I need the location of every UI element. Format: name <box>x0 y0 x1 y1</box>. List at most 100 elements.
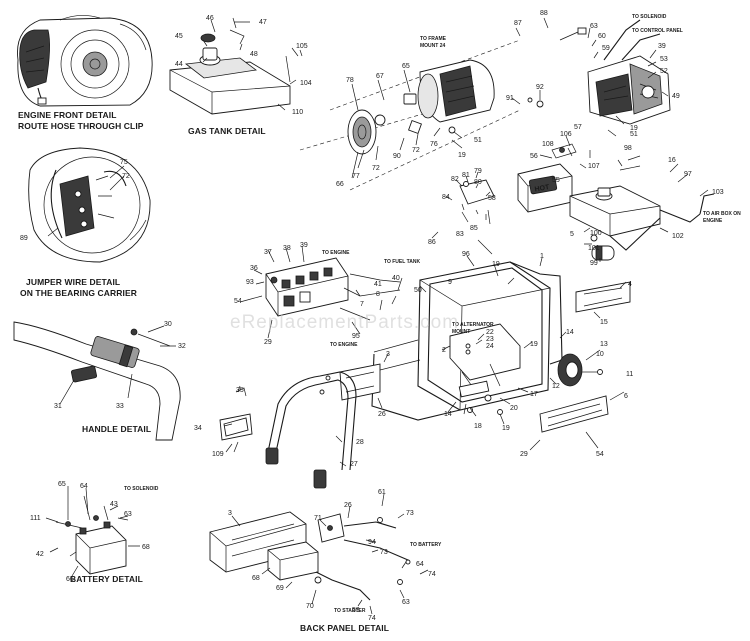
callout-99: 99 <box>590 260 598 267</box>
note-to-engine-1: TO ENGINE <box>322 250 350 256</box>
note-to-frame-2: MOUNT 24 <box>420 43 446 49</box>
callout-54b: 54 <box>596 451 604 458</box>
callout-44: 44 <box>175 61 183 68</box>
caption-route-hose: ROUTE HOSE THROUGH CLIP <box>18 121 144 131</box>
callout-12: 12 <box>552 383 560 390</box>
callout-7: 7 <box>360 301 364 308</box>
callout-14b: 14 <box>444 411 452 418</box>
note-to-control-panel: TO CONTROL PANEL <box>632 28 683 34</box>
note-to-solenoid-battery: TO SOLENOID <box>124 486 159 492</box>
lower-handle <box>265 371 357 489</box>
callout-1: 1 <box>540 253 544 260</box>
callout-50: 50 <box>414 287 422 294</box>
callout-91: 91 <box>506 95 514 102</box>
fuel-tank <box>569 185 715 261</box>
callout-38: 38 <box>283 245 291 252</box>
callout-40: 40 <box>392 275 400 282</box>
callout-93: 93 <box>246 279 254 286</box>
callout-101: 101 <box>588 245 600 252</box>
callout-108: 108 <box>542 141 554 148</box>
callout-23: 23 <box>486 336 494 343</box>
callout-69: 69 <box>276 585 284 592</box>
caption-gas-tank: GAS TANK DETAIL <box>188 126 266 136</box>
callout-29a: 29 <box>264 339 272 346</box>
callout-95: 95 <box>352 333 360 340</box>
callout-45: 45 <box>175 33 183 40</box>
callout-48: 48 <box>250 51 258 58</box>
note-to-frame-1: TO FRAME <box>420 36 447 42</box>
callout-22: 22 <box>486 329 494 336</box>
callout-106: 106 <box>560 131 572 138</box>
caption-engine-front: ENGINE FRONT DETAIL <box>18 110 117 120</box>
callout-104: 104 <box>300 80 312 87</box>
callout-59b: 59 <box>352 607 360 614</box>
callout-41: 41 <box>374 281 382 288</box>
callout-43: 43 <box>110 501 118 508</box>
callout-51a: 51 <box>474 137 482 144</box>
callout-30: 30 <box>164 321 172 328</box>
callout-18: 18 <box>474 423 482 430</box>
callout-32: 32 <box>178 343 186 350</box>
caption-battery: BATTERY DETAIL <box>70 574 143 584</box>
callout-102: 102 <box>672 233 684 240</box>
callout-96: 96 <box>462 251 470 258</box>
callout-98: 98 <box>624 145 632 152</box>
callout-11: 11 <box>626 371 633 378</box>
callout-54a: 54 <box>234 298 242 305</box>
callout-77: 77 <box>352 173 360 180</box>
jumper-wire-detail <box>28 147 151 263</box>
caption-jumper-1: JUMPER WIRE DETAIL <box>26 277 120 287</box>
watermark: eReplacementParts.com <box>230 312 459 333</box>
callout-33: 33 <box>116 403 124 410</box>
gas-tank-detail <box>169 21 303 115</box>
callout-3: 3 <box>386 351 390 358</box>
callout-42: 42 <box>36 551 44 558</box>
callout-92: 92 <box>536 84 544 91</box>
callout-34: 34 <box>194 425 202 432</box>
callout-66: 66 <box>336 181 344 188</box>
callout-6: 6 <box>624 393 628 400</box>
callout-37: 37 <box>264 249 272 256</box>
callout-76: 76 <box>430 141 438 148</box>
callout-24: 24 <box>486 343 494 350</box>
callout-19b: 19 <box>630 125 638 132</box>
callout-65b: 65 <box>58 481 66 488</box>
callout-14a: 14 <box>566 329 574 336</box>
callout-19a: 19 <box>458 152 466 159</box>
callout-17: 17 <box>530 391 538 398</box>
callout-67: 67 <box>376 73 384 80</box>
note-to-alternator-1: TO ALTERNATOR <box>452 322 494 328</box>
callout-5: 5 <box>570 231 574 238</box>
callout-68a: 68 <box>142 544 150 551</box>
note-to-air-box-2: ENGINE <box>703 218 723 224</box>
callout-26a: 26 <box>378 411 386 418</box>
callout-16: 16 <box>668 157 676 164</box>
callout-74a: 74 <box>428 571 436 578</box>
callout-90: 90 <box>393 153 401 160</box>
callout-105: 105 <box>296 43 308 50</box>
handle-detail <box>13 321 181 441</box>
control-panel <box>265 257 401 321</box>
callout-78: 78 <box>346 77 354 84</box>
callout-87: 87 <box>514 20 522 27</box>
callout-19c: 19 <box>492 261 500 268</box>
hardware-pieces <box>223 155 641 453</box>
callout-97: 97 <box>684 171 692 178</box>
callout-73b: 73 <box>380 549 388 556</box>
note-to-air-box-1: TO AIR BOX ON <box>703 211 741 217</box>
callout-85: 85 <box>470 225 478 232</box>
callout-84: 84 <box>442 194 450 201</box>
callout-100: 100 <box>590 230 602 237</box>
main-frame <box>371 261 563 421</box>
callout-49: 49 <box>672 93 680 100</box>
callout-10: 10 <box>596 351 604 358</box>
muffler-assembly: HOT <box>459 143 577 213</box>
callout-79: 79 <box>474 168 482 175</box>
callout-88: 88 <box>540 10 548 17</box>
callout-64a: 64 <box>80 483 88 490</box>
callout-59: 59 <box>602 45 610 52</box>
callout-20: 20 <box>510 405 518 412</box>
note-to-fuel-tank: TO FUEL TANK <box>384 259 421 265</box>
callout-28: 28 <box>356 439 364 446</box>
